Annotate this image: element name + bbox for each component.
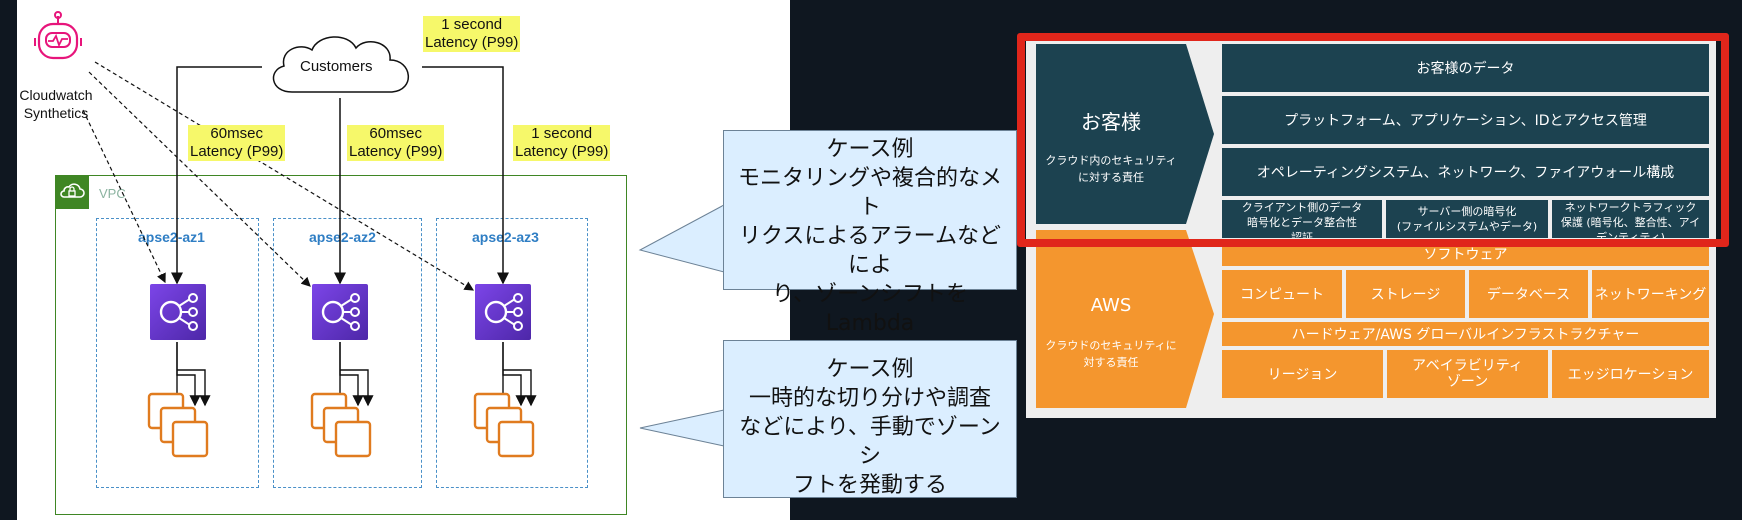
client-side-encryption-cell: クライアント側のデータ 暗号化とデータ整合性 認証	[1222, 200, 1382, 238]
database-cell: データベース	[1469, 270, 1588, 318]
latency-label-top: 1 second Latency (P99)	[423, 16, 521, 52]
az-box-3	[436, 218, 588, 488]
load-balancer-icon	[475, 284, 531, 340]
availability-zone-cell: アベイラビリティ ゾーン	[1387, 350, 1548, 398]
server-side-encryption-cell: サーバー側の暗号化 (ファイルシステムやデータ)	[1386, 200, 1548, 238]
networking-cell: ネットワーキング	[1592, 270, 1709, 318]
global-infrastructure-row: ハードウェア/AWS グローバルインフラストラクチャー	[1222, 322, 1709, 346]
shared-responsibility-model: お客様 クラウド内のセキュリティ に対する責任 AWS クラウドのセキュリティに…	[1026, 40, 1716, 418]
callout-pointers	[638, 204, 726, 447]
platform-iam-row: プラットフォーム、アプリケーション、IDとアクセス管理	[1222, 96, 1709, 144]
customers-cloud-icon	[262, 30, 422, 106]
cloudwatch-synthetics-icon	[29, 10, 87, 72]
customer-responsibility-highlight	[1017, 33, 1729, 247]
az-box-2	[273, 218, 422, 488]
srm-chevrons	[1036, 44, 1214, 408]
cloudwatch-synthetics-label: Cloudwatch Synthetics	[19, 87, 93, 121]
ec2-instances-icon	[473, 392, 545, 464]
az-label-2: apse2-az2	[309, 229, 376, 245]
vpc-label: VPC	[99, 186, 126, 201]
load-balancer-icon	[150, 284, 206, 340]
ec2-instances-icon	[147, 392, 219, 464]
vpc-cloud-icon	[55, 175, 89, 209]
load-balancer-icon	[312, 284, 368, 340]
aws-subtitle: クラウドのセキュリティに 対する責任	[1045, 339, 1177, 369]
aws-title: AWS	[1090, 295, 1132, 316]
customer-data-row: お客様のデータ	[1222, 44, 1709, 92]
callout-manual-case: ケース例 一時的な切り分けや調査 などにより、手動でゾーンシ フトを発動する	[723, 340, 1017, 498]
region-cell: リージョン	[1222, 350, 1383, 398]
customer-subtitle: クラウド内のセキュリティ に対する責任	[1045, 154, 1177, 184]
customer-title: お客様	[1081, 110, 1141, 134]
callout-automatic-case: ケース例 モニタリングや複合的なメト リクスによるアラームなどによ り、ゾーンシ…	[723, 130, 1017, 365]
ec2-instances-icon	[310, 392, 382, 464]
vpc-boundary	[55, 175, 627, 515]
latency-label-az2: 60msec Latency (P99)	[347, 125, 445, 161]
latency-label-az3: 1 second Latency (P99)	[513, 125, 611, 161]
az-label-3: apse2-az3	[472, 229, 539, 245]
os-network-firewall-row: オペレーティングシステム、ネットワーク、ファイアウォール構成	[1222, 148, 1709, 196]
compute-cell: コンピュート	[1222, 270, 1342, 318]
storage-cell: ストレージ	[1346, 270, 1465, 318]
latency-label-az1: 60msec Latency (P99)	[188, 125, 286, 161]
az-label-1: apse2-az1	[138, 229, 205, 245]
architecture-diagram: VPC apse2-az1 apse2-az2 apse2-az3	[17, 0, 790, 520]
customers-label: Customers	[300, 58, 373, 75]
network-traffic-protection-cell: ネットワークトラフィック 保護 (暗号化、整合性、アイ デンティティ)	[1552, 200, 1709, 238]
edge-location-cell: エッジロケーション	[1552, 350, 1709, 398]
